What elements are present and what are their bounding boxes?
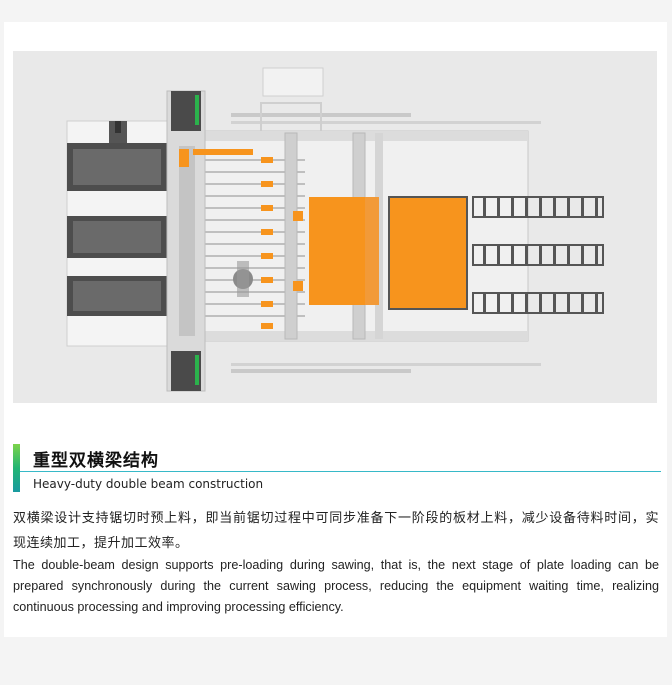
machine-illustration: [13, 51, 657, 403]
section-title-cn: 重型双横梁结构: [33, 451, 159, 471]
heading-accent-bar: [13, 444, 20, 492]
description-en: The double-beam design supports pre-load…: [13, 558, 659, 614]
heading-divider: [20, 471, 661, 472]
section-title-en: Heavy-duty double beam construction: [33, 477, 264, 491]
description-cn: 双横梁设计支持锯切时预上料，即当前锯切过程中可同步准备下一阶段的板材上料，减少设…: [13, 511, 659, 551]
content-card: 重型双横梁结构 Heavy-duty double beam construct…: [4, 22, 667, 637]
machine-top-view-drawing: [13, 51, 657, 403]
section-heading: 重型双横梁结构 Heavy-duty double beam construct…: [13, 440, 661, 492]
